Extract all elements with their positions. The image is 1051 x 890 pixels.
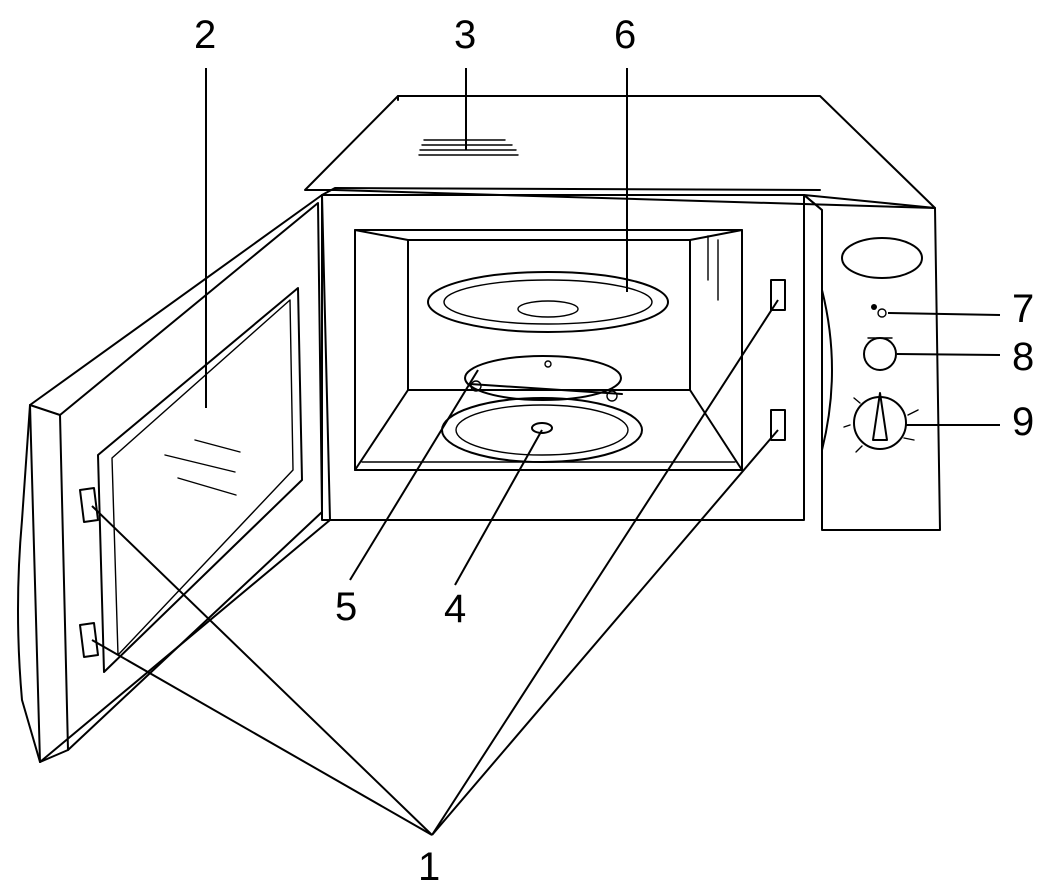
door-hooks bbox=[79, 487, 99, 658]
roller-ring bbox=[464, 355, 623, 402]
callout-5: 5 bbox=[335, 585, 357, 629]
callout-9: 9 bbox=[1012, 400, 1034, 444]
door-latch-holes bbox=[770, 279, 786, 441]
control-panel bbox=[803, 194, 941, 531]
callout-6: 6 bbox=[614, 13, 636, 57]
callout-7: 7 bbox=[1012, 287, 1034, 331]
control-dial bbox=[843, 392, 919, 453]
leader-lines bbox=[91, 68, 1001, 836]
vent-grille bbox=[418, 139, 519, 156]
oven-cavity bbox=[354, 229, 743, 471]
oven-front-frame bbox=[321, 187, 821, 521]
callout-4: 4 bbox=[444, 587, 466, 631]
door-release-button bbox=[863, 337, 897, 371]
oven-door bbox=[17, 194, 331, 763]
indicator-light bbox=[871, 304, 887, 318]
glass-tray bbox=[427, 271, 669, 333]
callout-3: 3 bbox=[454, 13, 476, 57]
callout-1: 1 bbox=[418, 845, 440, 889]
cabinet-top bbox=[304, 95, 936, 209]
callout-8: 8 bbox=[1012, 335, 1034, 379]
callout-2: 2 bbox=[194, 13, 216, 57]
